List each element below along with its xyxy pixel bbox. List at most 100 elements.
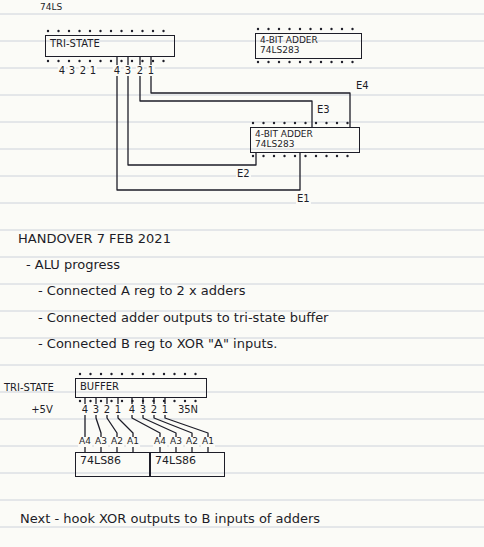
pin-dot: [304, 122, 306, 124]
pin-dot: [267, 28, 269, 30]
pin-dot: [299, 28, 301, 30]
pin-name: +5V: [30, 404, 54, 415]
pin-name: 35N: [177, 404, 199, 415]
pin-dot: [283, 155, 285, 157]
signal-name: A3: [169, 437, 183, 447]
pin-dot: [131, 60, 133, 62]
pin-dot: [320, 28, 322, 30]
note-line: - Connected A reg to 2 x adders: [38, 284, 245, 298]
pin-dot: [309, 28, 311, 30]
wire-connector: [128, 57, 256, 165]
box-label: 74LS283: [255, 140, 355, 150]
pin-dot: [341, 28, 343, 30]
pin-dot: [346, 122, 348, 124]
pin-number: 4: [113, 65, 121, 76]
pin-dot: [252, 155, 254, 157]
pin-dot: [262, 155, 264, 157]
pin-number: 2: [79, 65, 87, 76]
pin-dot: [99, 30, 101, 32]
pin-dot: [89, 373, 91, 375]
pin-dot: [57, 60, 59, 62]
signal-name: A2: [110, 437, 124, 447]
pin-dot: [194, 373, 196, 375]
wire: [117, 57, 300, 190]
pin-dot: [141, 60, 143, 62]
pin-number: 2: [136, 65, 144, 76]
pin-dot: [100, 373, 102, 375]
note-line: - ALU progress: [26, 258, 120, 272]
pin-dot: [330, 28, 332, 30]
wire-connector: [140, 57, 312, 127]
pin-dot: [309, 61, 311, 63]
pin-dot: [162, 30, 164, 32]
pin-number: 4: [58, 65, 66, 76]
pin-number: 1: [114, 404, 122, 415]
signal-name: A1: [126, 437, 140, 447]
ruled-line: [0, 446, 484, 447]
ruled-line: [0, 419, 484, 420]
ruled-line: [0, 473, 484, 474]
pin-dot: [294, 155, 296, 157]
ruled-line: [0, 203, 484, 204]
pin-dot: [110, 400, 112, 402]
pin-number: 3: [68, 65, 76, 76]
ruled-line: [0, 95, 484, 96]
ruled-line: [0, 14, 484, 15]
ruled-line: [0, 230, 484, 231]
pin-dot: [278, 61, 280, 63]
pin-dot: [79, 373, 81, 375]
wire-connector: [151, 57, 350, 127]
box-label: BUFFER: [80, 381, 202, 392]
pin-dot: [173, 373, 175, 375]
wire: [151, 57, 350, 127]
pin-dot: [47, 30, 49, 32]
pin-dot: [288, 61, 290, 63]
pin-dot: [346, 155, 348, 157]
box-label: TRI-STATE: [50, 38, 170, 49]
pin-dot: [283, 122, 285, 124]
pin-dot: [78, 60, 80, 62]
pin-number: 2: [103, 404, 111, 415]
ruled-line: [0, 500, 484, 501]
signal-name: A4: [153, 437, 167, 447]
xor-chip-box: 74LS86: [150, 452, 225, 477]
pin-dot: [100, 400, 102, 402]
wire-label: E1: [296, 193, 311, 204]
pin-dot: [47, 60, 49, 62]
pin-dot: [152, 60, 154, 62]
part-prefix: 74LS: [40, 3, 62, 13]
pin-dot: [152, 30, 154, 32]
wire-label: E2: [236, 168, 251, 179]
signal-name: A2: [185, 437, 199, 447]
wire-label: E4: [355, 80, 370, 91]
pin-dot: [320, 61, 322, 63]
pin-dot: [57, 30, 59, 32]
pin-number: 1: [147, 65, 155, 76]
pin-dot: [89, 30, 91, 32]
note-heading: HANDOVER 7 FEB 2021: [18, 232, 171, 246]
pin-dot: [341, 61, 343, 63]
pin-dot: [325, 155, 327, 157]
pin-dot: [252, 122, 254, 124]
wire: [140, 57, 312, 127]
note-line: - Connected B reg to XOR "A" inputs.: [38, 337, 277, 351]
pin-dot: [194, 400, 196, 402]
pin-dot: [162, 60, 164, 62]
pin-dot: [121, 400, 123, 402]
pin-number: 2: [150, 404, 158, 415]
pin-dot: [351, 28, 353, 30]
pin-dot: [336, 155, 338, 157]
pin-dot: [299, 61, 301, 63]
note-line: Next - hook XOR outputs to B inputs of a…: [20, 512, 320, 526]
pin-dot: [131, 373, 133, 375]
wire-connector: [132, 398, 208, 452]
pin-dot: [288, 28, 290, 30]
pin-dot: [173, 400, 175, 402]
pin-dot: [78, 30, 80, 32]
pin-number: 3: [139, 404, 147, 415]
pin-dot: [184, 400, 186, 402]
pin-dot: [273, 122, 275, 124]
wire: [128, 57, 256, 165]
ruled-lines: [0, 14, 484, 527]
